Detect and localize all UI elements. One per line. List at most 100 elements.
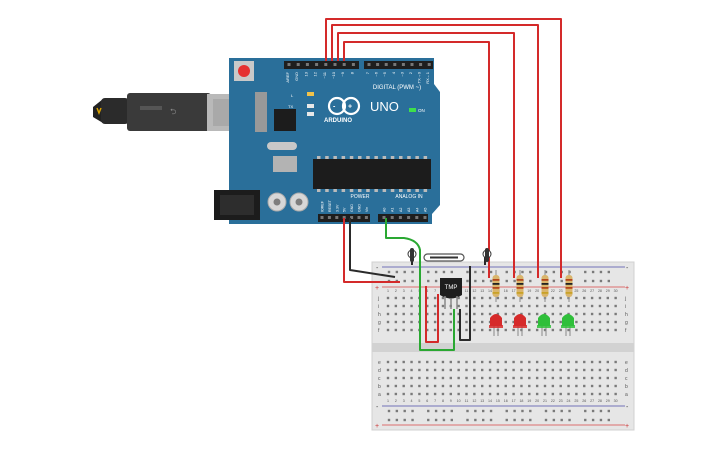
header-pin[interactable]	[384, 63, 388, 66]
column-number-top: 19	[527, 289, 531, 293]
header-pin[interactable]	[376, 63, 380, 66]
column-number-bottom: 6	[426, 399, 428, 403]
header-pin[interactable]	[333, 63, 337, 66]
temperature-probe	[407, 248, 492, 262]
wire-5v-to-rail[interactable]	[343, 218, 400, 283]
header-pin[interactable]	[382, 216, 386, 219]
column-number-top: 12	[472, 289, 476, 293]
header-pin[interactable]	[407, 216, 411, 219]
row-letter-right: d	[625, 368, 628, 374]
crystal	[267, 142, 297, 150]
led-red-1[interactable]	[489, 314, 503, 336]
header-pin[interactable]	[427, 63, 431, 66]
pin-label: ~9	[340, 71, 345, 76]
usb-controller-chip	[274, 109, 296, 131]
pin-label: 13	[303, 71, 308, 76]
pin-label: 5V	[343, 207, 347, 212]
row-letter-left: e	[378, 360, 381, 366]
header-pin[interactable]	[393, 63, 397, 66]
column-number-top: 3	[403, 289, 405, 293]
header-pin[interactable]	[390, 216, 394, 219]
header-pin[interactable]	[357, 216, 361, 219]
column-number-bottom: 26	[582, 399, 586, 403]
pin-label: 3.3V	[335, 204, 339, 212]
header-pin[interactable]	[398, 216, 402, 219]
column-number-top: 13	[480, 289, 484, 293]
rx-led	[307, 112, 314, 116]
led-green-4[interactable]	[561, 314, 575, 336]
header-pin[interactable]	[327, 216, 331, 219]
wire-sensor-gnd[interactable]	[459, 266, 471, 341]
wire-gnd-to-rail[interactable]	[349, 218, 396, 278]
column-number-bottom: 22	[551, 399, 555, 403]
column-number-top: 11	[465, 289, 469, 293]
analog-section-label: ANALOG IN	[395, 194, 423, 200]
wire-pin11-to-resistor3[interactable]	[331, 24, 539, 278]
row-letter-right: j	[624, 296, 626, 302]
svg-text:⮌: ⮌	[170, 107, 176, 116]
header-pin[interactable]	[401, 63, 405, 66]
header-pin[interactable]	[342, 63, 346, 66]
header-pin[interactable]	[415, 216, 419, 219]
column-number-bottom: 3	[403, 399, 405, 403]
digital-header-label: DIGITAL (PWM ~)	[373, 85, 421, 91]
rail-minus-top-left: -	[376, 265, 379, 272]
resistors	[492, 270, 573, 302]
header-pin[interactable]	[296, 63, 300, 66]
resistor-1[interactable]	[492, 270, 500, 302]
column-number-bottom: 1	[387, 399, 389, 403]
header-pin[interactable]	[410, 63, 414, 66]
led-green-3[interactable]	[537, 314, 551, 336]
wire-pin9-to-resistor1[interactable]	[343, 41, 490, 278]
row-letter-right: a	[625, 392, 628, 398]
header-pin[interactable]	[419, 63, 423, 66]
wire-pin12-to-resistor4[interactable]	[325, 18, 562, 278]
pin-label: A3	[407, 208, 411, 212]
led-red-2[interactable]	[513, 314, 527, 336]
pin-label: GND	[294, 72, 299, 81]
tmp-sensor[interactable]: TMP	[440, 278, 462, 309]
column-number-bottom: 14	[488, 399, 492, 403]
header-pin[interactable]	[335, 216, 339, 219]
wire-pin10-to-resistor2[interactable]	[337, 32, 515, 278]
rail-plus-top-right: +	[625, 285, 629, 292]
wire-a0-to-sensor[interactable]	[385, 218, 455, 351]
row-letter-right: g	[625, 320, 628, 326]
column-number-bottom: 17	[512, 399, 516, 403]
chip-pins	[317, 156, 428, 192]
header-pin[interactable]	[364, 216, 368, 219]
column-number-bottom: 11	[465, 399, 469, 403]
wire-sensor-vcc[interactable]	[425, 286, 439, 343]
column-number-bottom: 15	[496, 399, 500, 403]
tmp-sensor-label: TMP	[445, 285, 458, 291]
arduino-logo: - +	[327, 96, 361, 116]
column-number-top: 25	[574, 289, 578, 293]
breadboard-column-numbers: 1122334455667788991010111112121313141415…	[387, 289, 618, 403]
header-pin[interactable]	[320, 216, 324, 219]
resistor-3[interactable]	[541, 270, 549, 302]
header-pin[interactable]	[324, 63, 328, 66]
header-pin[interactable]	[350, 216, 354, 219]
header-pin[interactable]	[423, 216, 427, 219]
column-number-bottom: 13	[480, 399, 484, 403]
leds	[489, 314, 575, 336]
pin-label: 7	[365, 71, 370, 74]
header-pin[interactable]	[315, 63, 319, 66]
resistor-4[interactable]	[565, 270, 573, 302]
column-number-top: 26	[582, 289, 586, 293]
header-pin[interactable]	[305, 63, 309, 66]
pin-label: Vin	[365, 207, 369, 212]
header-pin[interactable]	[367, 63, 371, 66]
header-pin[interactable]	[342, 216, 346, 219]
resistor-2[interactable]	[516, 270, 524, 302]
header-pin[interactable]	[287, 63, 291, 66]
row-letter-right: i	[625, 304, 626, 310]
header-pin[interactable]	[351, 63, 355, 66]
